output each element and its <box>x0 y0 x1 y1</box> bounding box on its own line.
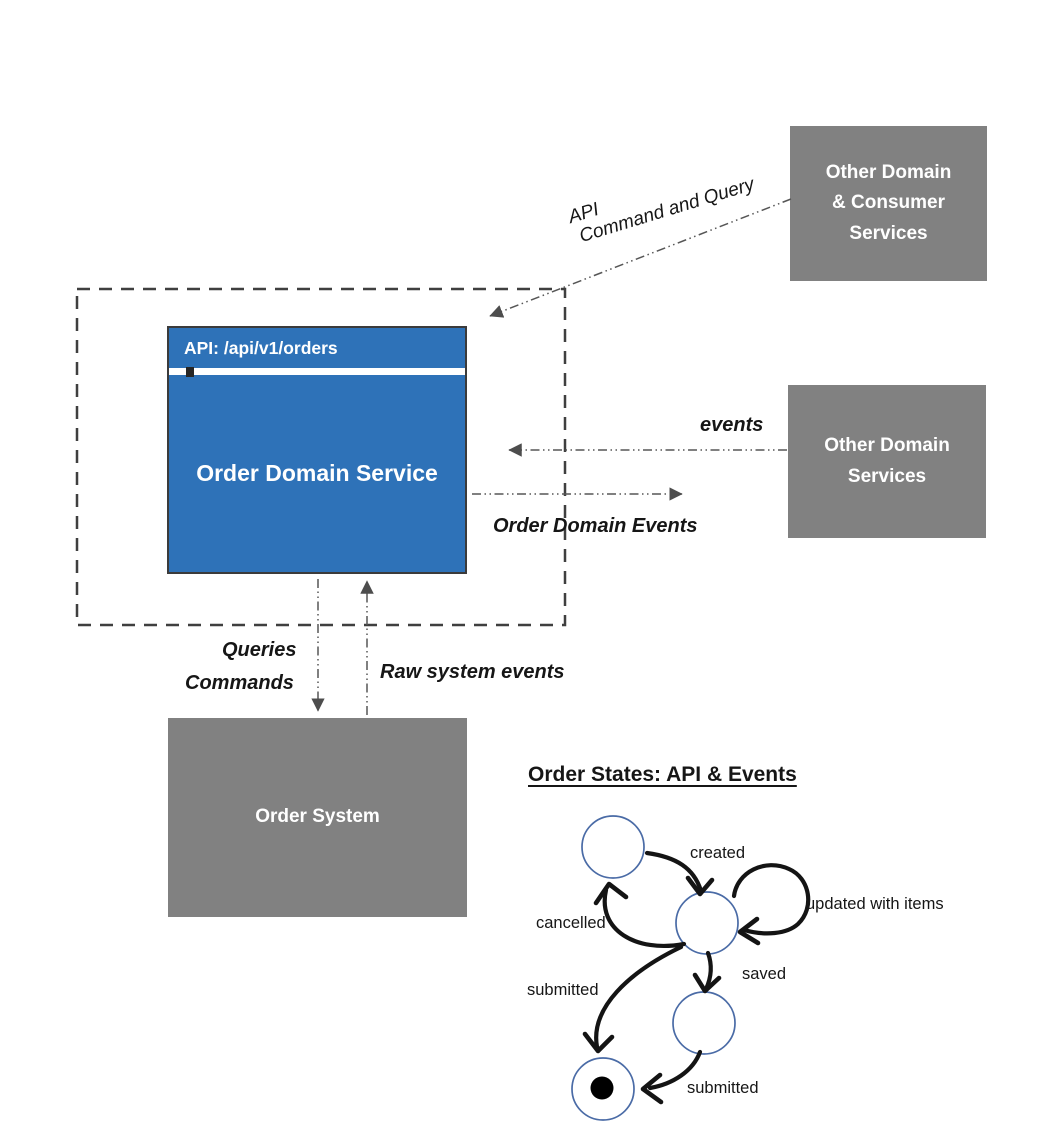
events-arrow-label: events <box>700 414 764 436</box>
state-initial-circle <box>581 815 645 879</box>
other-domain-services-line1: Other Domain <box>824 435 950 457</box>
submitted-left-transition-arrow <box>594 944 684 1050</box>
cancelled-label: cancelled <box>536 914 606 932</box>
saved-arrowhead <box>692 972 722 994</box>
state-final-dot <box>590 1076 614 1100</box>
consumer-services-line2: & Consumer <box>832 192 945 214</box>
submitted-bottom-transition-arrow <box>647 1049 703 1091</box>
submitted-bottom-arrowhead <box>640 1072 664 1105</box>
order-system-label: Order System <box>255 806 380 828</box>
api-endpoint-bar: API: /api/v1/orders <box>169 328 465 368</box>
order-domain-events-label: Order Domain Events <box>493 515 698 537</box>
api-command-query-arrow <box>489 198 792 318</box>
order-states-title: Order States: API & Events <box>528 763 797 786</box>
consumer-services-line1: Other Domain <box>825 161 952 183</box>
order-domain-service-title: Order Domain Service <box>196 460 438 486</box>
stripe-notch <box>186 367 194 377</box>
consumer-services-box: Other Domain & Consumer Services <box>790 126 987 281</box>
other-domain-services-box: Other Domain Services <box>788 385 986 538</box>
consumer-services-label: Other Domain & Consumer Services <box>826 158 952 249</box>
updated-self-loop-arrow <box>731 863 811 936</box>
other-domain-services-line2: Services <box>847 465 927 487</box>
state-saved-circle <box>672 991 736 1055</box>
created-label: created <box>690 844 746 862</box>
updated-arrowhead <box>737 916 761 946</box>
created-transition-arrow <box>644 850 704 894</box>
updated-with-items-label: updated with items <box>806 895 944 913</box>
other-domain-services-label: Other Domain Services <box>824 431 950 492</box>
raw-system-events-label: Raw system events <box>380 661 565 683</box>
submitted-left-arrowhead <box>582 1031 615 1054</box>
cancelled-transition-arrow <box>602 887 687 949</box>
divider-stripe <box>169 368 465 375</box>
order-system-box: Order System <box>168 718 467 917</box>
submitted-bottom-label: submitted <box>687 1079 759 1097</box>
api-endpoint-label: API: /api/v1/orders <box>184 337 338 358</box>
commands-label: Commands <box>185 672 294 694</box>
queries-label: Queries <box>222 639 297 661</box>
cancelled-arrowhead <box>593 881 629 906</box>
created-arrowhead <box>685 875 715 897</box>
saved-label: saved <box>742 965 787 983</box>
order-domain-service-box: API: /api/v1/orders Order Domain Service <box>167 326 467 574</box>
bounded-context-dashed-border <box>75 287 567 627</box>
submitted-left-label: submitted <box>527 981 599 999</box>
consumer-services-line3: Services <box>849 222 928 244</box>
